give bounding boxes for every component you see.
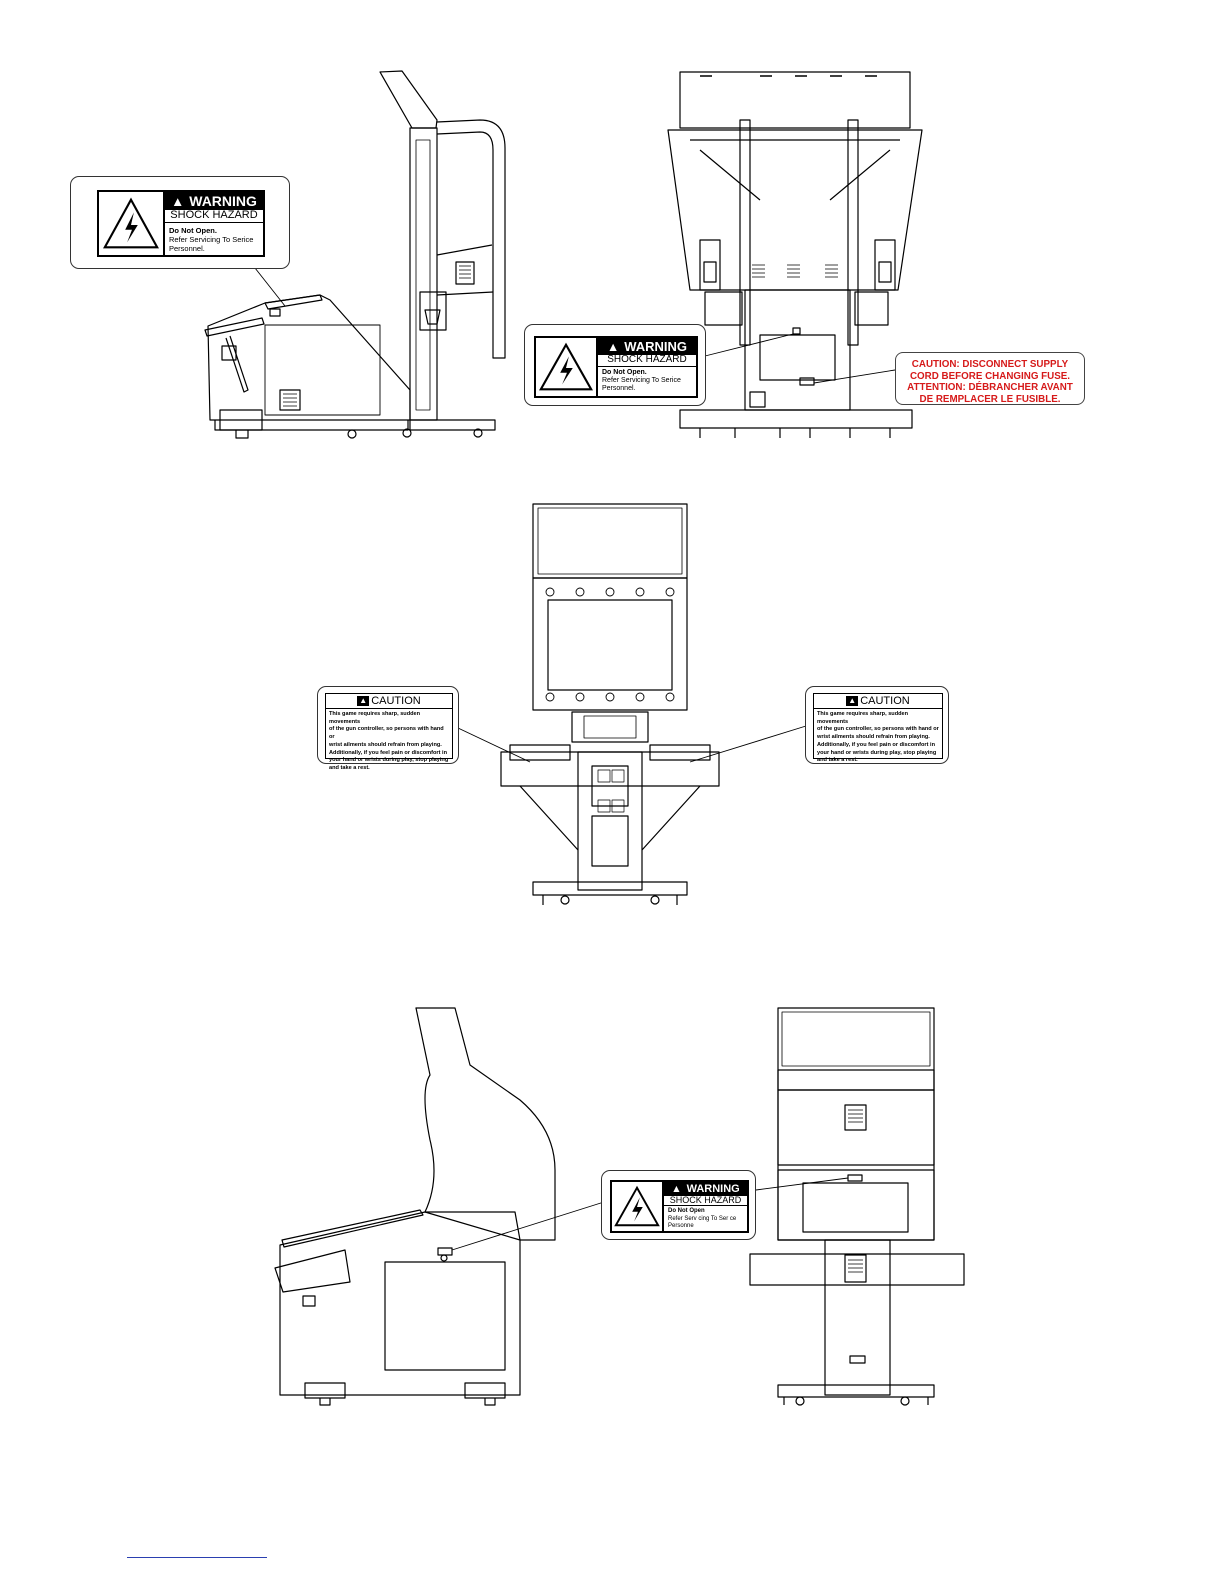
- caution-title: CAUTION: [860, 695, 910, 707]
- caution-body-line-4: Additionally, if you feel pain or discom…: [817, 741, 935, 748]
- warning-subtitle: SHOCK HAZARD: [664, 1195, 747, 1207]
- rear-view-cabinet-top: [667, 71, 923, 438]
- warning-triangle-icon: ▲: [671, 1183, 682, 1195]
- warning-triangle-icon: ▲: [606, 339, 620, 354]
- fuse-caution-line-1: CAUTION: DISCONNECT SUPPLY: [911, 359, 1069, 370]
- warning-title: WARNING: [624, 339, 688, 354]
- caution-label-left: ▲CAUTION This game requires sharp, sudde…: [317, 686, 459, 771]
- side-view-cabinet-bottom: [274, 1007, 556, 1406]
- warning-subtitle: SHOCK HAZARD: [165, 209, 263, 223]
- warning-line-1: Do Not Open.: [602, 368, 647, 376]
- warning-title: WARNING: [686, 1183, 740, 1195]
- caution-label-right: ▲CAUTION This game requires sharp, sudde…: [805, 686, 949, 764]
- caution-body-line-1: This game requires sharp, sudden movemen…: [817, 711, 909, 725]
- rear-view-cabinet-bottom: [749, 1007, 965, 1406]
- warning-label-shock-hazard-3: ▲ WARNING SHOCK HAZARD Do Not Open Refer …: [601, 1170, 756, 1240]
- lightning-bolt-icon: [612, 1182, 664, 1231]
- caution-triangle-icon: ▲: [846, 696, 859, 706]
- caution-body-line-3: wrist ailments should refrain from playi…: [817, 734, 930, 741]
- caution-body-line-3: wrist ailments should refrain from playi…: [329, 741, 442, 748]
- fuse-caution-line-2: CORD BEFORE CHANGING FUSE.: [909, 370, 1071, 382]
- warning-line-3: Personnel.: [602, 385, 636, 393]
- caution-body-line-5: your hand or wrists during play, stop pl…: [329, 757, 449, 764]
- warning-line-1: Do Not Open: [668, 1208, 705, 1215]
- caution-title: CAUTION: [371, 695, 421, 707]
- caution-body-line-5: your hand or wrists during play, stop pl…: [817, 749, 937, 756]
- warning-title: WARNING: [189, 193, 257, 209]
- lightning-bolt-icon: [536, 338, 598, 396]
- warning-line-2: Refer Servicing To Serice: [602, 376, 681, 384]
- lightning-bolt-icon: [99, 192, 165, 255]
- leader-lines: [254, 267, 896, 1251]
- caution-body-line-6: and take a rest.: [329, 764, 370, 771]
- fuse-caution-line-3: ATTENTION: DÉBRANCHER AVANT: [907, 382, 1073, 393]
- caution-body-line-2: of the gun controller, so persons with h…: [817, 726, 939, 733]
- fuse-caution-label: CAUTION: DISCONNECT SUPPLY CORD BEFORE C…: [895, 352, 1085, 405]
- caution-body-line-2: of the gun controller, so persons with h…: [329, 726, 444, 741]
- warning-line-3: Personne: [668, 1222, 694, 1229]
- side-view-cabinet-top: [204, 70, 506, 439]
- warning-line-1: Do Not Open.: [169, 225, 217, 235]
- warning-triangle-icon: ▲: [171, 193, 185, 209]
- warning-line-2: Refer Serv cing To Ser ce: [668, 1215, 737, 1222]
- front-view-cabinet: [500, 503, 720, 905]
- fuse-caution-line-4: DE REMPLACER LE FUSIBLE.: [919, 393, 1061, 405]
- warning-label-shock-hazard-1: ▲WARNING SHOCK HAZARD Do Not Open. Refer…: [70, 176, 290, 269]
- warning-line-3: Personnel.: [169, 243, 205, 253]
- caution-body-line-6: and take a rest.: [817, 757, 858, 764]
- caution-body-line-1: This game requires sharp, sudden movemen…: [329, 711, 421, 725]
- caution-body-line-4: Additionally, if you feel pain or discom…: [329, 749, 447, 756]
- caution-triangle-icon: ▲: [357, 696, 370, 706]
- warning-line-2: Refer Servicing To Serice: [169, 234, 254, 244]
- footer-rule: [127, 1557, 267, 1558]
- warning-label-shock-hazard-2: ▲ WARNING SHOCK HAZARD Do Not Open. Refer…: [524, 324, 706, 406]
- warning-subtitle: SHOCK HAZARD: [598, 354, 696, 367]
